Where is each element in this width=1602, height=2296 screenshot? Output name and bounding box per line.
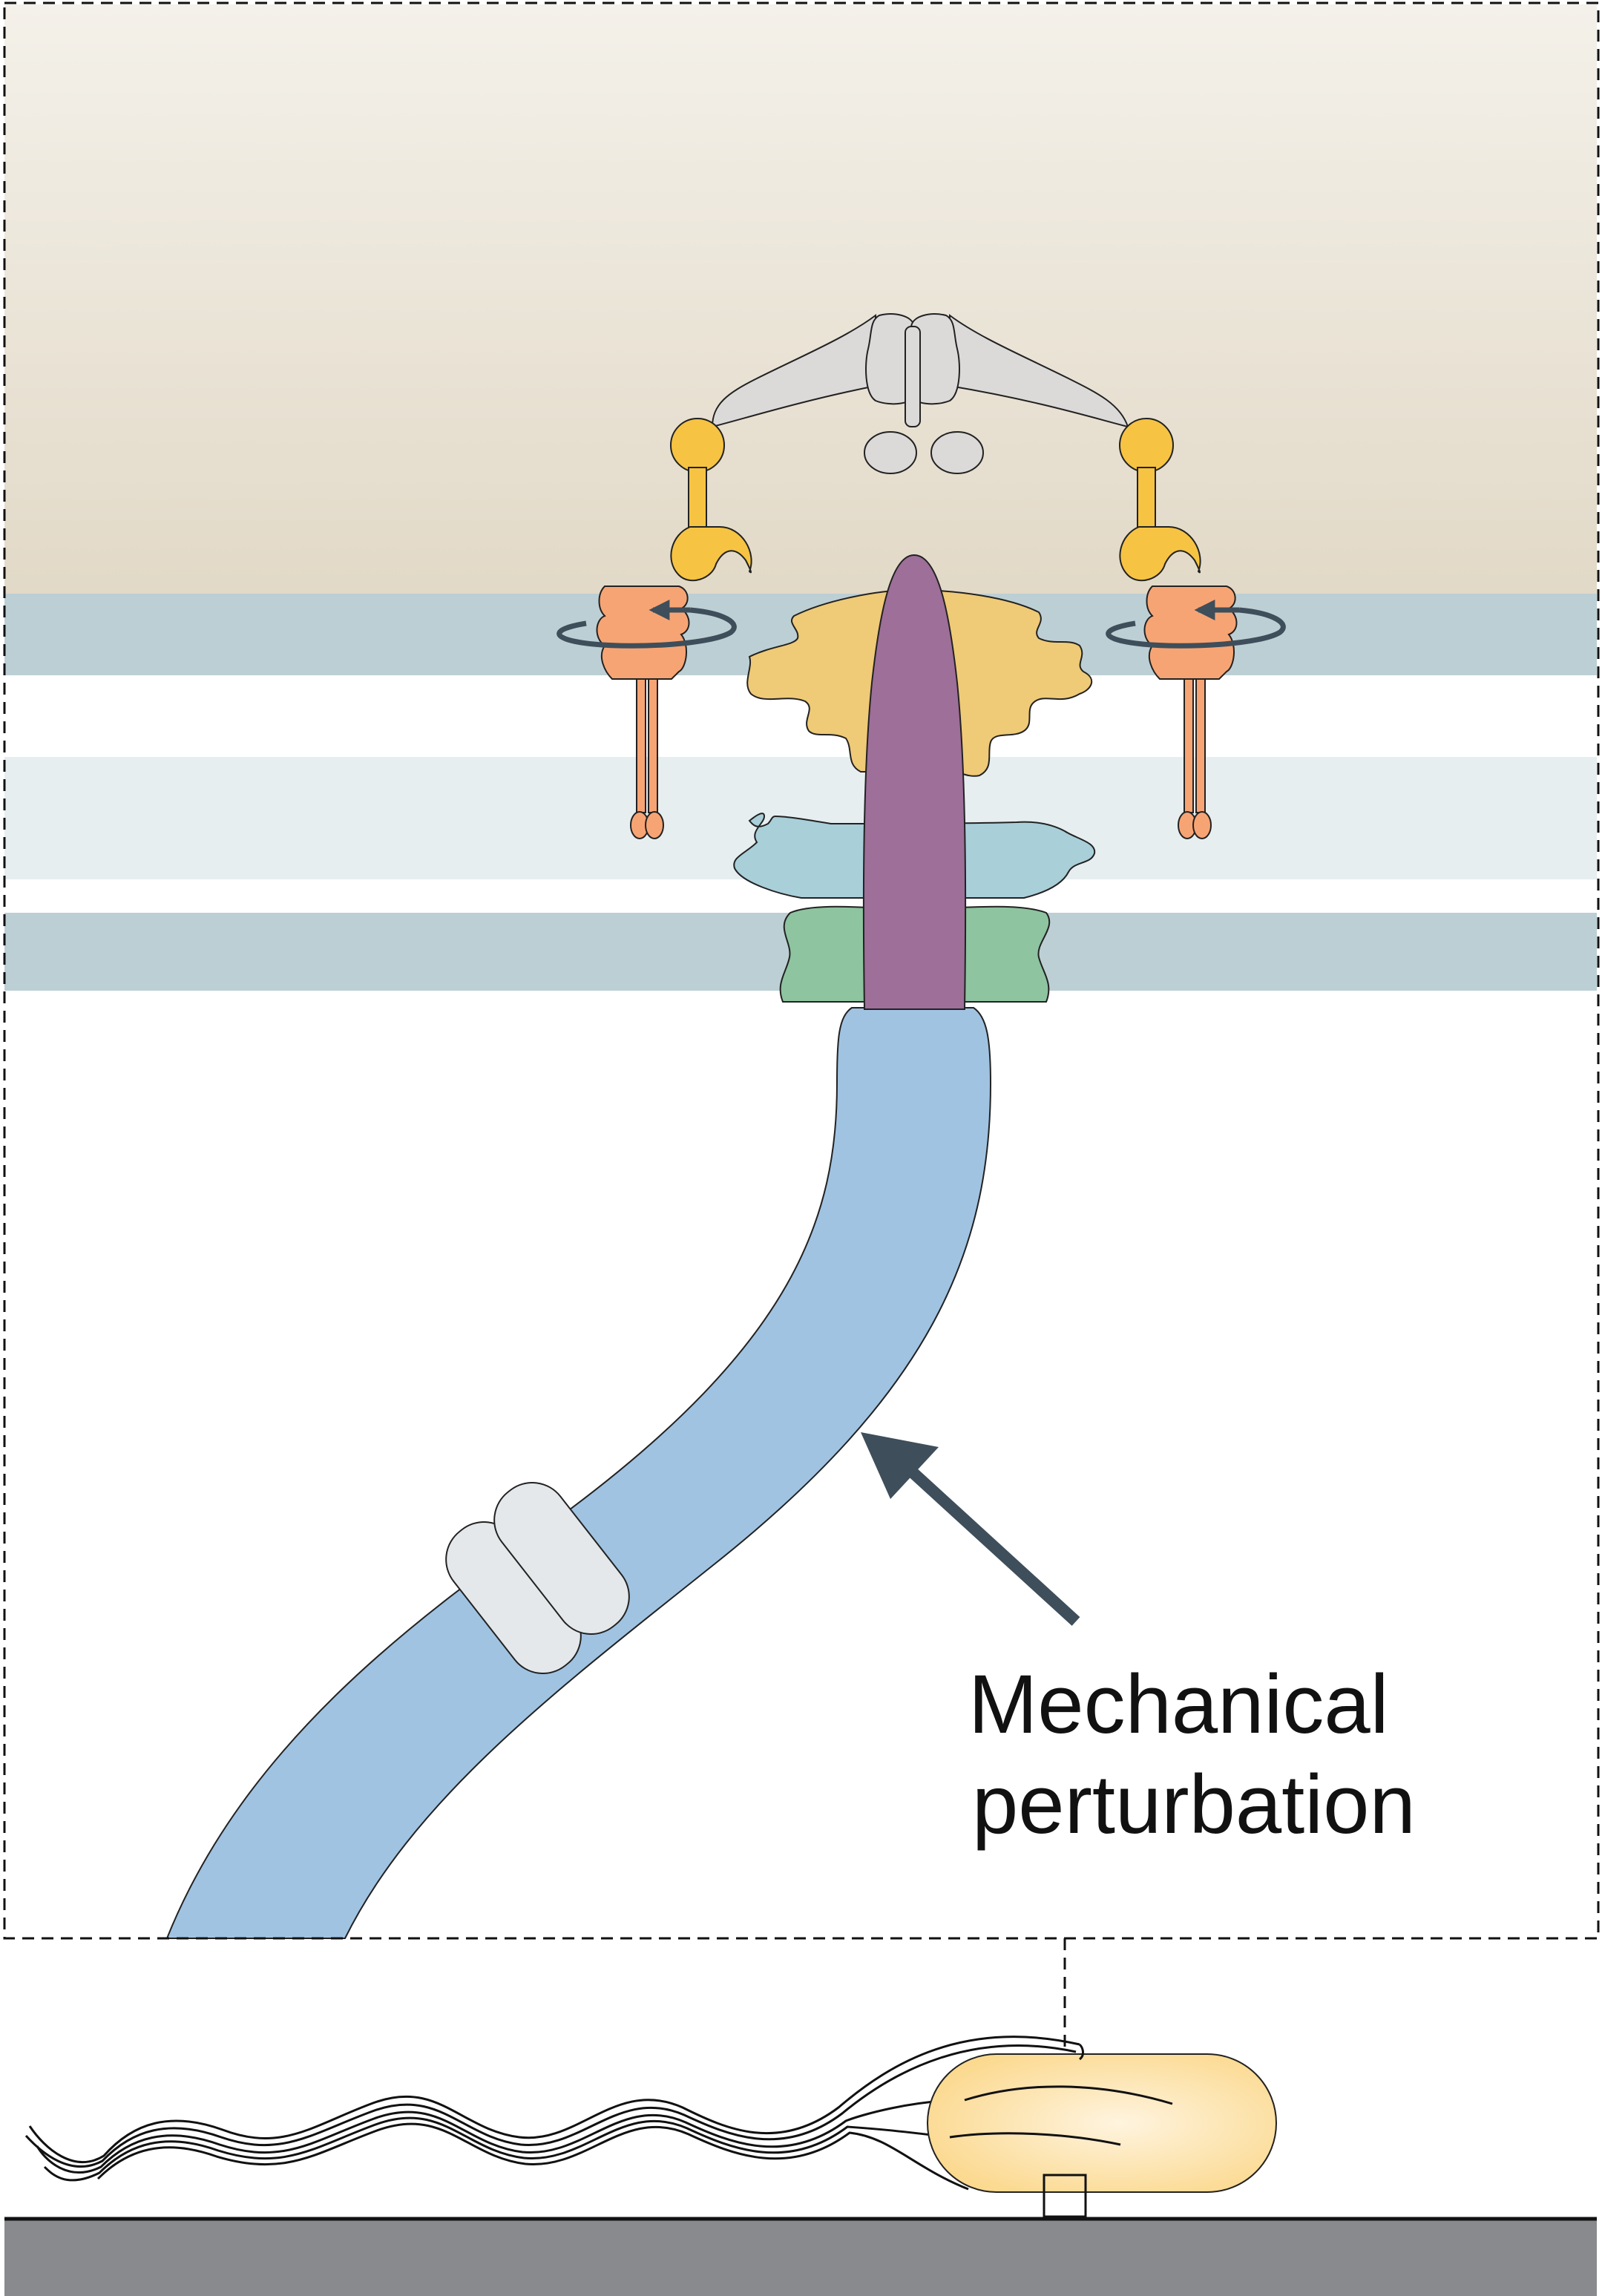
linker-right-head xyxy=(1119,418,1174,473)
top-complex-left-body xyxy=(865,313,915,405)
bacterium-overview xyxy=(24,2036,1277,2218)
annotation-line-2: perturbation xyxy=(972,1758,1416,1851)
stator-left-foot-b xyxy=(645,811,664,839)
stator-right-body xyxy=(1143,586,1238,680)
top-complex-lobe-right xyxy=(930,431,984,474)
collar-rings xyxy=(445,1481,630,1675)
annotation-line-1: Mechanical xyxy=(968,1658,1389,1751)
cell-body xyxy=(927,2053,1277,2193)
linker-left-fork xyxy=(670,526,752,582)
top-complex-left-wing xyxy=(711,314,876,428)
force-arrow-icon xyxy=(861,1432,1080,1626)
collar-ring-right xyxy=(493,1481,630,1636)
top-complex xyxy=(711,313,1129,474)
surface xyxy=(4,2219,1597,2296)
top-complex-right-wing xyxy=(949,314,1129,428)
zoom-target-box xyxy=(1043,2174,1087,2218)
linker-right-fork xyxy=(1119,526,1201,582)
stator-left-leg-b xyxy=(648,678,658,813)
linker-left xyxy=(670,418,752,582)
rotation-arrow-icon xyxy=(1106,600,1286,649)
stator-right-leg-b xyxy=(1195,678,1206,813)
linker-right xyxy=(1119,418,1201,582)
linker-right-stem xyxy=(1137,467,1156,535)
stator-right-leg-a xyxy=(1184,678,1194,813)
linker-left-stem xyxy=(688,467,707,535)
top-complex-lobe-left xyxy=(864,431,917,474)
flagella-bundle xyxy=(24,2036,1080,2191)
periplasm-region xyxy=(4,4,1597,594)
top-complex-right-body xyxy=(910,313,960,405)
linker-left-head xyxy=(670,418,725,473)
top-complex-center-stalk xyxy=(905,326,921,427)
stator-left-leg-a xyxy=(636,678,646,813)
rod xyxy=(862,554,967,1010)
rotation-arrow-icon xyxy=(557,600,737,649)
stator-left-body xyxy=(596,586,690,680)
zoom-panel xyxy=(4,4,1597,1937)
stator-right-foot-b xyxy=(1192,811,1212,839)
zoom-frame xyxy=(3,1,1600,1940)
